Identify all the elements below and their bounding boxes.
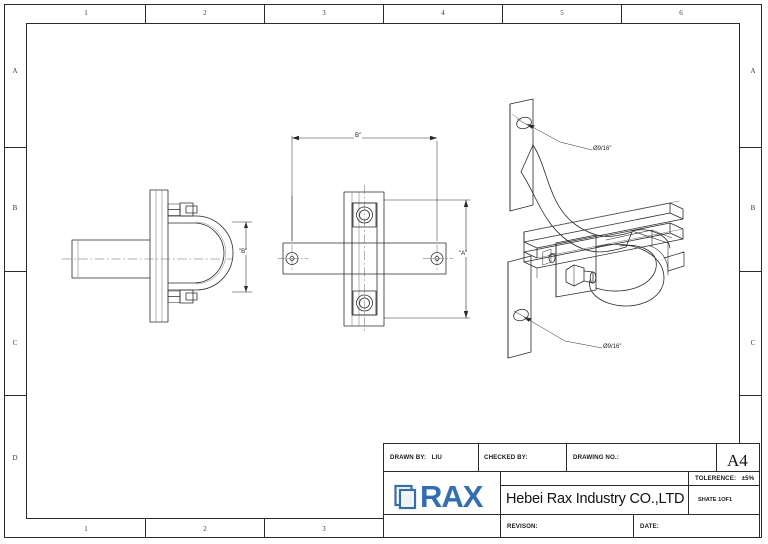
rax-logo: RAX <box>394 479 483 514</box>
zone-label-top-6: 6 <box>679 9 683 17</box>
drawn-by-value: LIU <box>431 454 442 461</box>
zone-label-top-2: 2 <box>203 9 207 17</box>
zone-tick-right-2 <box>740 271 762 272</box>
drawn-by-label: DRAWN BY: LIU <box>390 454 442 461</box>
zone-label-left-c: C <box>12 339 18 347</box>
title-block-cell-blank-lower <box>383 514 501 538</box>
dimension-label-right-a: "A" <box>458 251 469 257</box>
callout-label-lower-diameter: Ø9/16" <box>603 344 622 350</box>
sheet-info: SHATE 1OF1 <box>698 497 733 503</box>
zone-tick-left-3 <box>5 395 26 396</box>
checked-by-label: CHECKED BY: <box>484 454 528 461</box>
title-block-cell-drawn-by <box>383 443 479 472</box>
zone-label-right-b: B <box>750 204 756 212</box>
zone-label-bottom-1: 1 <box>84 525 88 533</box>
zone-tick-bottom-2 <box>264 519 265 538</box>
tolerance-value: ±5% <box>741 475 755 482</box>
drawing-no-label: DRAWING NO.: <box>573 454 619 461</box>
zone-tick-left-2 <box>5 271 26 272</box>
zone-tick-top-1 <box>145 5 146 23</box>
zone-tick-bottom-1 <box>145 519 146 538</box>
zone-tick-top-5 <box>621 5 622 23</box>
zone-label-bottom-2: 2 <box>203 525 207 533</box>
zone-tick-top-2 <box>264 5 265 23</box>
zone-label-right-c: C <box>750 339 756 347</box>
title-block-cell-blank-upper <box>500 471 689 486</box>
rax-logo-mark-icon <box>394 484 417 509</box>
zone-label-top-1: 1 <box>84 9 88 17</box>
zone-label-bottom-3: 3 <box>322 525 326 533</box>
zone-tick-top-3 <box>383 5 384 23</box>
date-label: DATE: <box>640 523 659 530</box>
dimension-label-top-b: B" <box>354 133 363 139</box>
zone-label-top-5: 5 <box>560 9 564 17</box>
zone-tick-right-3 <box>740 395 762 396</box>
title-block-cell-revision <box>500 514 634 538</box>
title-block-cell-drawing-no <box>566 443 717 472</box>
rax-logo-text: RAX <box>420 479 483 514</box>
zone-label-left-d: D <box>12 454 18 462</box>
tolerance-label: TOLERENCE: ±5% <box>695 475 754 482</box>
zone-tick-top-4 <box>502 5 503 23</box>
callout-label-upper-diameter: Ø9/16" <box>593 146 612 152</box>
zone-label-top-4: 4 <box>441 9 445 17</box>
revision-label: REVISON: <box>507 523 538 530</box>
zone-tick-right-1 <box>740 147 762 148</box>
title-block-cell-date <box>633 514 760 538</box>
zone-label-left-a: A <box>12 67 18 75</box>
zone-label-left-b: B <box>12 204 18 212</box>
tolerance-label-text: TOLERENCE: <box>695 475 737 482</box>
drawn-by-label-text: DRAWN BY: <box>390 454 427 461</box>
dimension-label-left-b: "B" <box>238 249 249 255</box>
zone-label-right-a: A <box>750 67 756 75</box>
zone-tick-left-1 <box>5 147 26 148</box>
company-name: Hebei Rax Industry CO.,LTD <box>506 491 685 507</box>
sheet-size-value: A4 <box>727 451 748 470</box>
title-block-cell-sheet <box>688 485 760 515</box>
zone-label-top-3: 3 <box>322 9 326 17</box>
